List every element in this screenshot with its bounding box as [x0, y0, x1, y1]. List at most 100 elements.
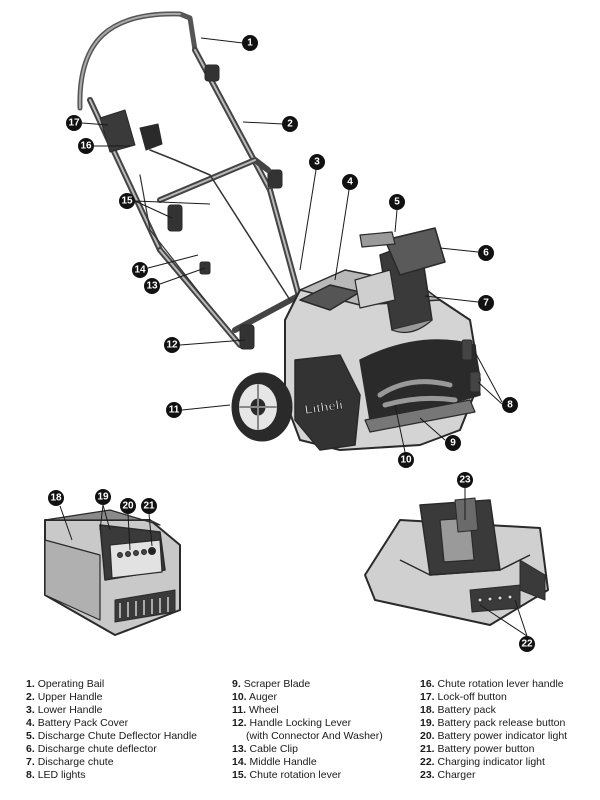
svg-text:14: 14 [134, 265, 146, 276]
svg-text:22: 22 [521, 639, 533, 650]
svg-text:23: 23 [459, 475, 471, 486]
callout-1: 1 [242, 35, 258, 51]
legend-item-label: Battery pack [437, 704, 496, 716]
legend-item-number: 10. [232, 691, 247, 703]
legend-item: 5. Discharge Chute Deflector Handle [26, 730, 197, 743]
legend-item-number: 3. [26, 704, 35, 716]
svg-text:9: 9 [450, 438, 456, 449]
charger-illustration [364, 497, 549, 626]
charging-indicator-light-1 [477, 597, 483, 603]
wheel [231, 372, 293, 442]
svg-text:7: 7 [483, 298, 489, 309]
callout-13: 13 [144, 278, 160, 294]
legend-item-label: Battery power indicator light [437, 730, 568, 742]
legend-item-number: 16. [420, 678, 435, 690]
legend-item-label: Lower Handle [37, 704, 103, 716]
svg-text:3: 3 [314, 157, 320, 168]
callout-18: 18 [48, 490, 64, 506]
legend-item-label: Discharge chute [37, 756, 114, 768]
legend-item-label: Lock-off button [437, 691, 507, 703]
callout-10: 10 [398, 452, 414, 468]
legend-item-sublabel: (with Connector And Washer) [246, 730, 383, 742]
callout-11: 11 [166, 402, 182, 418]
callout-16: 16 [78, 138, 94, 154]
led-light-right [469, 371, 481, 393]
legend-item-label: Battery power button [437, 743, 535, 755]
legend-item-number: 13. [232, 743, 247, 755]
legend-item-number: 15. [232, 769, 247, 781]
led-light-left [461, 339, 473, 361]
callout-22: 22 [519, 636, 535, 652]
callout-9: 9 [445, 435, 461, 451]
legend-item: 21. Battery power button [420, 743, 567, 756]
legend-item: 8. LED lights [26, 769, 197, 782]
callout-8: 8 [502, 397, 518, 413]
callout-23: 23 [457, 472, 473, 488]
callout-12: 12 [164, 337, 180, 353]
callout-6: 6 [478, 245, 494, 261]
callout-3: 3 [309, 154, 325, 170]
legend-item-number: 2. [26, 691, 35, 703]
legend-item: 2. Upper Handle [26, 691, 197, 704]
svg-text:16: 16 [80, 141, 92, 152]
legend-item: 20. Battery power indicator light [420, 730, 567, 743]
svg-text:2: 2 [287, 119, 293, 130]
legend-item-label: Operating Bail [37, 678, 105, 690]
chute-rotation-lever [149, 149, 291, 301]
svg-text:18: 18 [50, 493, 62, 504]
legend-item: 9. Scraper Blade [232, 678, 383, 691]
legend-item-number: 12. [232, 717, 247, 729]
discharge-chute-deflector-handle [359, 231, 396, 248]
leader-lines [59, 37, 528, 637]
legend-item: 6. Discharge chute deflector [26, 743, 197, 756]
legend-item-label: Wheel [248, 704, 279, 716]
legend-item-number: 11. [232, 704, 247, 716]
callout-21: 21 [141, 498, 157, 514]
svg-text:21: 21 [143, 501, 155, 512]
legend-item: 18. Battery pack [420, 704, 567, 717]
callout-5: 5 [389, 194, 405, 210]
battery-power-button [148, 547, 156, 555]
legend-item-number: 23. [420, 769, 435, 781]
legend-item-number: 22. [420, 756, 435, 768]
legend-item: 3. Lower Handle [26, 704, 197, 717]
svg-text:17: 17 [68, 118, 80, 129]
charging-indicator-light-3 [497, 595, 503, 601]
legend-item-label: Battery pack release button [437, 717, 566, 729]
legend-item-label: Handle Locking Lever [249, 717, 352, 729]
callout-7: 7 [478, 295, 494, 311]
legend-item-number: 9. [232, 678, 241, 690]
legend-item: 7. Discharge chute [26, 756, 197, 769]
battery-indicator-light-4 [141, 549, 147, 555]
legend-item: 23. Charger [420, 769, 567, 782]
discharge-chute-deflector [384, 227, 446, 276]
legend-item-number: 21. [420, 743, 435, 755]
brand-logo: Litheli [304, 397, 344, 417]
callout-15: 15 [119, 193, 135, 209]
legend-item-label: Auger [248, 691, 277, 703]
legend-item-label: Upper Handle [37, 691, 103, 703]
svg-text:10: 10 [400, 455, 412, 466]
legend-item-number: 20. [420, 730, 435, 742]
legend-item: 15. Chute rotation lever [232, 769, 383, 782]
legend-item: 22. Charging indicator light [420, 756, 567, 769]
svg-text:15: 15 [121, 196, 133, 207]
legend-item-label: Battery Pack Cover [37, 717, 129, 729]
legend-item: 19. Battery pack release button [420, 717, 567, 730]
svg-text:12: 12 [166, 340, 178, 351]
svg-text:8: 8 [507, 400, 513, 411]
scraper-blade [364, 399, 476, 433]
callout-17: 17 [66, 115, 82, 131]
svg-text:11: 11 [169, 405, 180, 416]
legend-item: 10. Auger [232, 691, 383, 704]
legend-item-label: Scraper Blade [243, 678, 311, 690]
snow-blower-illustration: Litheli [77, 11, 481, 451]
callout-14: 14 [132, 262, 148, 278]
legend-item-number: 4. [26, 717, 35, 729]
battery-pack-illustration [44, 509, 181, 636]
legend-item: 17. Lock-off button [420, 691, 567, 704]
legend-item-number: 8. [26, 769, 35, 781]
svg-text:13: 13 [146, 281, 158, 292]
